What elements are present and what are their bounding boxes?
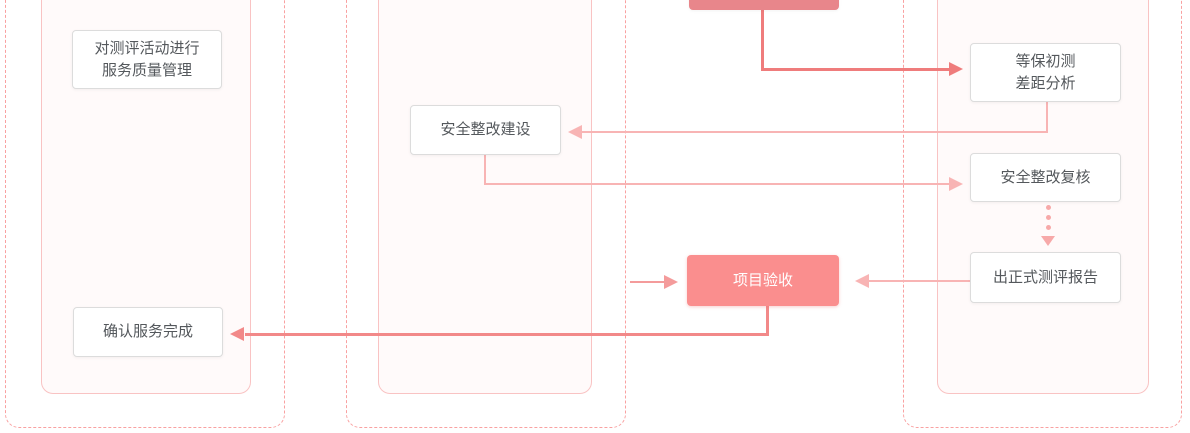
node-confirm-service-done: 确认服务完成 [73, 307, 223, 357]
lane-middle-dashed-border [346, 0, 626, 428]
dotted-connector-dot [1046, 225, 1051, 230]
arrowhead-left-icon [568, 125, 582, 139]
node-final-report: 出正式测评报告 [970, 252, 1121, 303]
dotted-connector-dot [1046, 205, 1051, 210]
node-initial-gap-analysis: 等保初测 差距分析 [970, 43, 1121, 102]
arrowhead-left-icon [855, 274, 869, 288]
lane-left-dashed-border [5, 0, 285, 428]
node-rectification-review: 安全整改复核 [970, 153, 1121, 202]
dotted-connector-dot [1046, 215, 1051, 220]
connector-topphase-to-gap-horizontal [761, 68, 950, 71]
connector-lane-to-acceptance [630, 281, 664, 283]
connector-acceptance-to-confirm-vertical [766, 306, 769, 335]
node-project-acceptance: 项目验收 [687, 255, 839, 306]
lane-middle-inner-panel [378, 0, 592, 394]
connector-gap-to-rectify-horizontal [581, 131, 1048, 133]
connector-topphase-to-gap-vertical [761, 10, 764, 70]
node-security-rectification: 安全整改建设 [410, 105, 561, 155]
arrowhead-right-icon [664, 275, 678, 289]
connector-gap-to-rectify-vertical [1046, 102, 1048, 132]
connector-report-to-acceptance [869, 280, 970, 282]
arrowhead-left-icon [230, 327, 244, 341]
connector-rectify-to-review-vertical [484, 155, 486, 184]
lane-right-dashed-border [903, 0, 1182, 428]
arrowhead-down-icon [1041, 236, 1055, 246]
node-top-phase-cutoff [689, 0, 839, 10]
arrowhead-right-icon [949, 62, 963, 76]
connector-rectify-to-review-horizontal [484, 183, 949, 185]
arrowhead-right-icon [949, 177, 963, 191]
node-service-quality: 对测评活动进行 服务质量管理 [72, 30, 222, 89]
connector-acceptance-to-confirm-horizontal [245, 333, 769, 336]
